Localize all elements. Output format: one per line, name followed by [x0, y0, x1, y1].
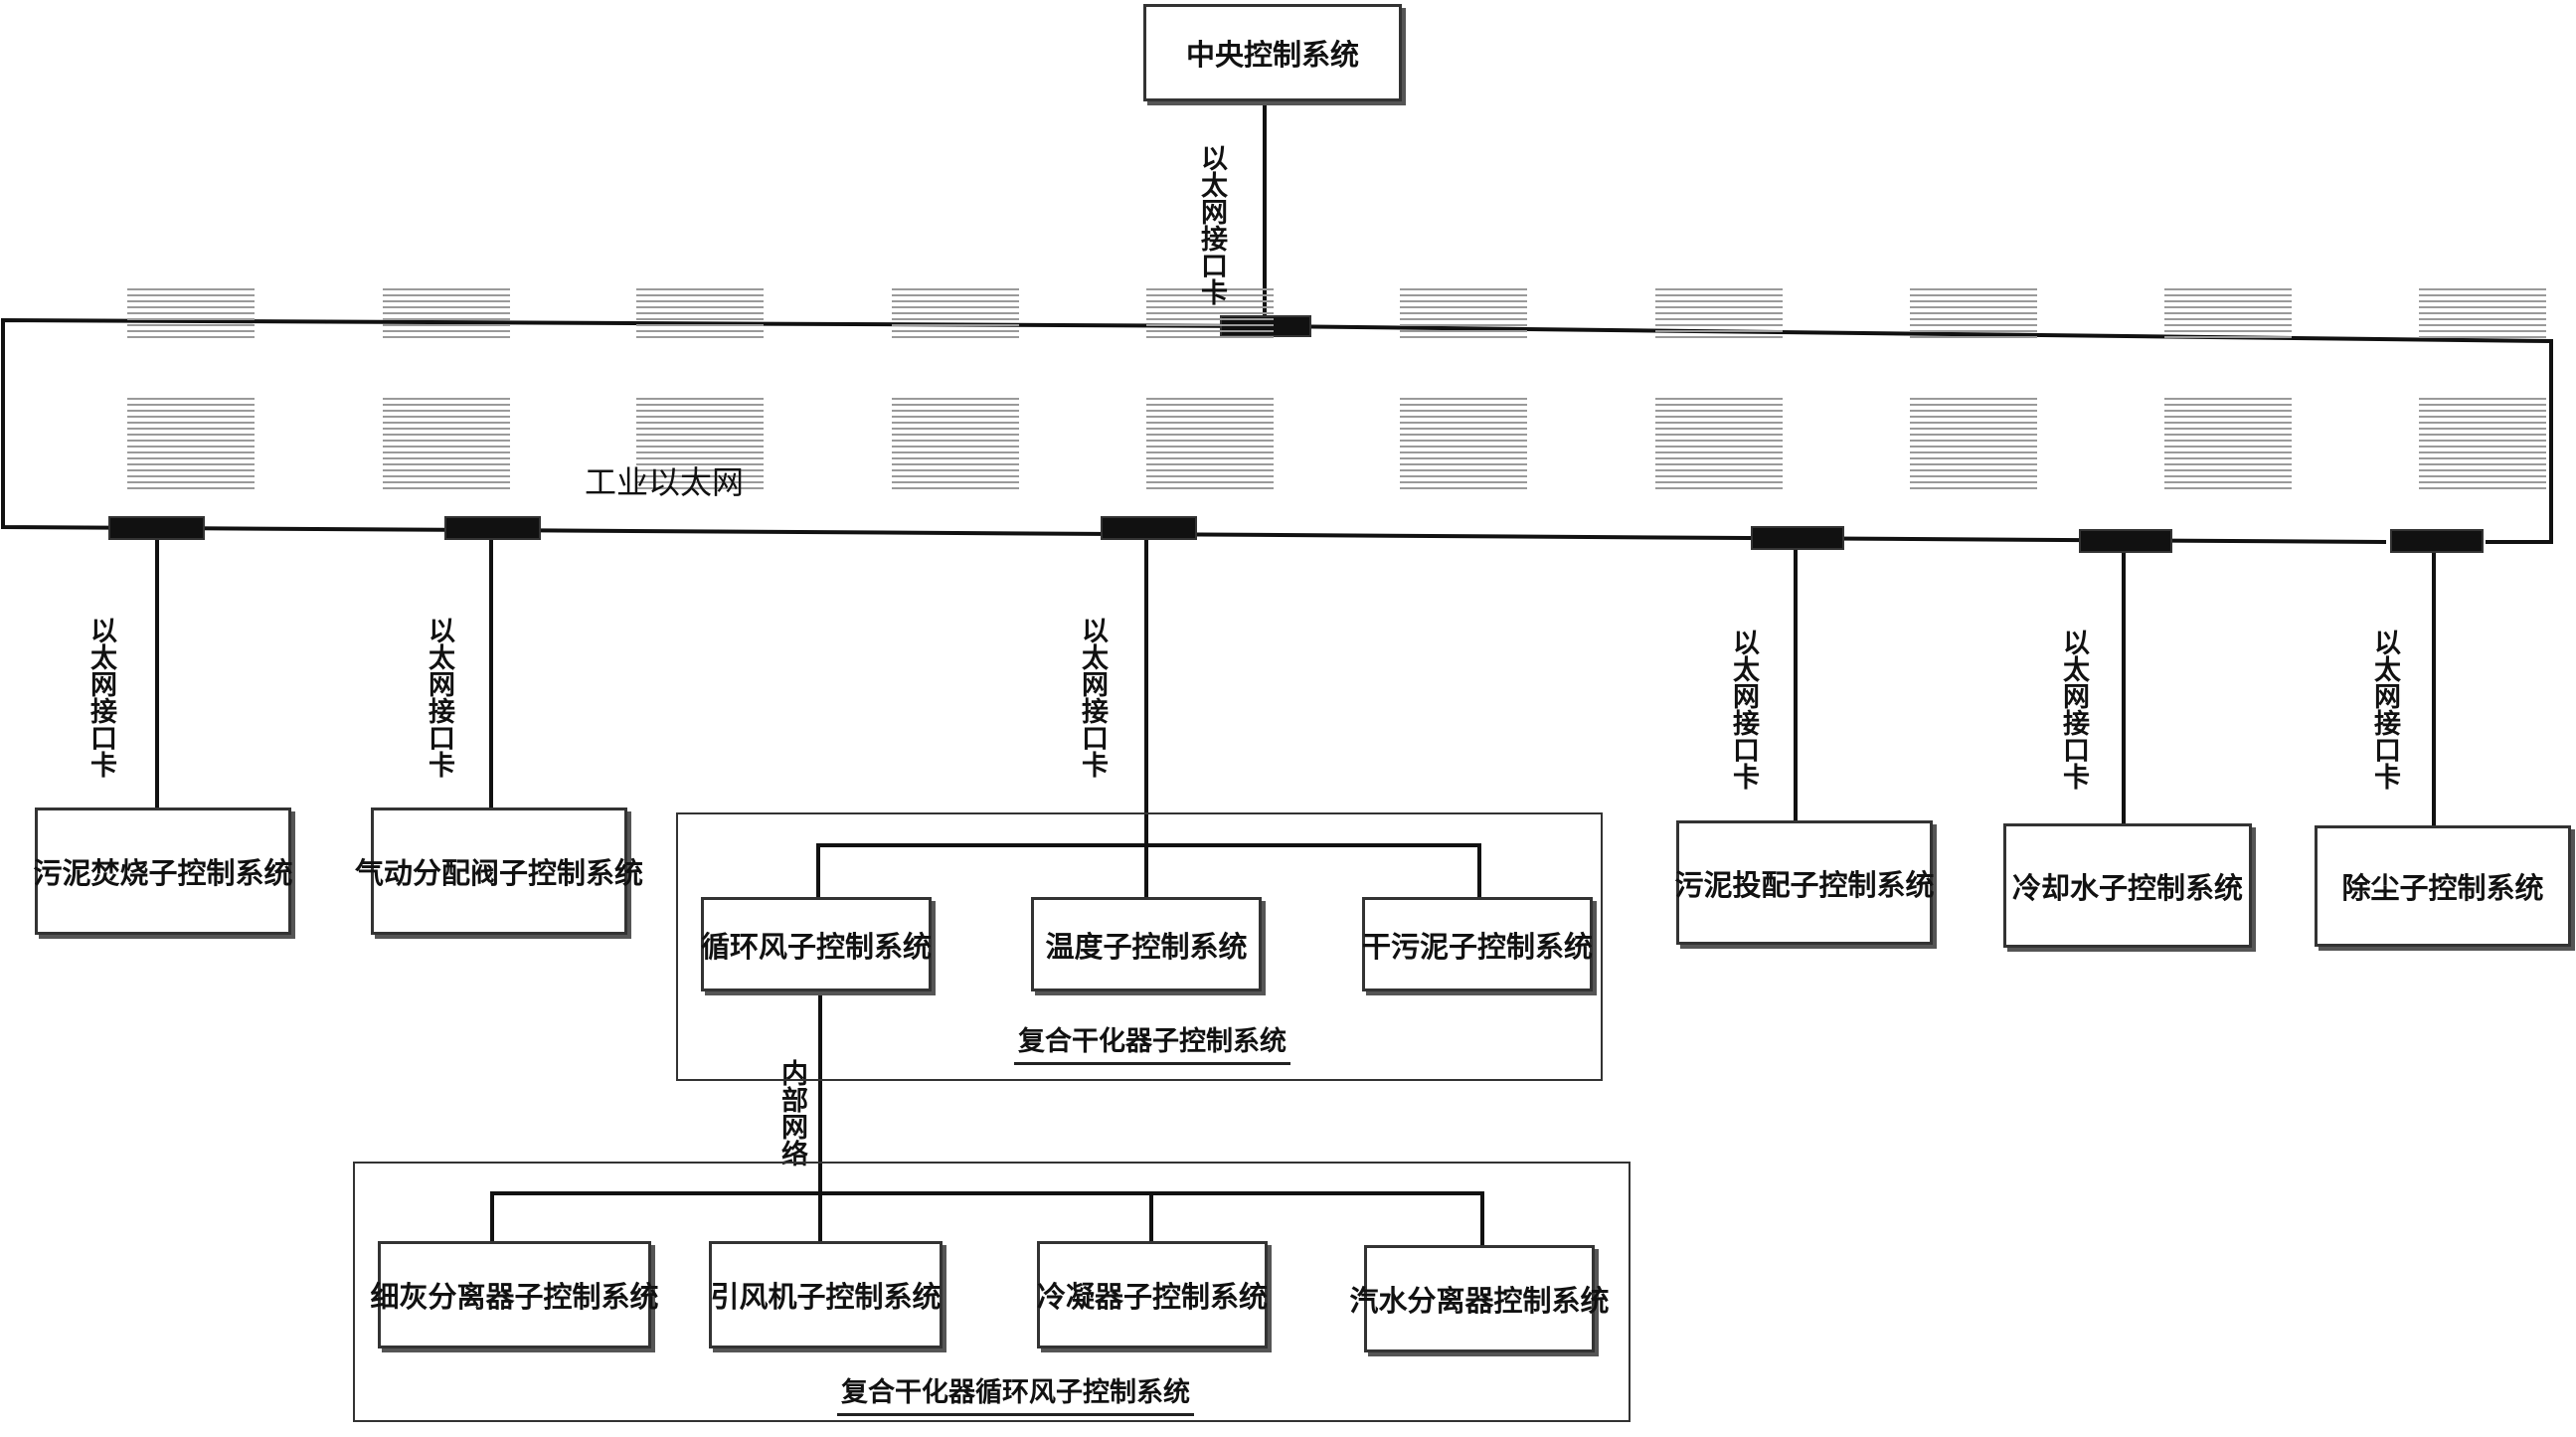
- interface-card-label: 以太网接口卡: [1728, 629, 1759, 790]
- fan-group-frame: [353, 1162, 1631, 1422]
- interface-card: [2079, 529, 2172, 553]
- interface-card-label: 以太网接口卡: [2369, 629, 2400, 790]
- interface-card-label: 以太网接口卡: [424, 617, 454, 778]
- internal-network-label: 内部网络: [776, 1059, 807, 1167]
- dryer-child-box-dry-sludge: 干污泥子控制系统: [1362, 897, 1593, 991]
- subsystem-label: 污泥投配子控制系统: [1674, 867, 1935, 902]
- interface-card: [1101, 516, 1197, 540]
- subsystem-label: 除尘子控制系统: [2341, 871, 2544, 905]
- fan-child-box-fine-ash-separator: 细灰分离器子控制系统: [371, 1241, 659, 1348]
- network-hatch: [2164, 398, 2292, 492]
- dryer-child-label: 干污泥子控制系统: [1362, 929, 1594, 964]
- network-hatch: [1655, 288, 1783, 338]
- dryer-group-title: 复合干化器子控制系统: [1014, 1019, 1290, 1065]
- network-hatch: [127, 288, 255, 338]
- fan-child-label: 汽水分离器控制系统: [1349, 1284, 1610, 1318]
- subsystem-box-cooling-water: 冷却水子控制系统: [2003, 823, 2252, 948]
- subsystem-box-pneumatic-valve: 气动分配阀子控制系统: [355, 808, 643, 935]
- fan-child-box-steam-water-separator: 汽水分离器控制系统: [1350, 1245, 1610, 1352]
- subsystem-box-sludge-incineration: 污泥焚烧子控制系统: [33, 808, 293, 935]
- network-hatch: [2164, 288, 2292, 338]
- network-hatch: [2419, 398, 2546, 492]
- network-hatch: [1146, 398, 1274, 492]
- industrial-ethernet-label: 工业以太网: [585, 463, 745, 501]
- central-control-system-box: 中央控制系统: [1143, 4, 1402, 101]
- fan-child-label: 引风机子控制系统: [710, 1280, 942, 1314]
- interface-card: [108, 516, 205, 540]
- network-hatch: [2419, 288, 2546, 338]
- dryer-child-box-temperature: 温度子控制系统: [1031, 897, 1262, 991]
- fan-child-label: 细灰分离器子控制系统: [370, 1280, 659, 1314]
- fan-child-label: 冷凝器子控制系统: [1037, 1280, 1269, 1314]
- fan-child-box-induced-fan: 引风机子控制系统: [709, 1241, 943, 1348]
- network-hatch: [636, 288, 764, 338]
- interface-card-label: 以太网接口卡: [1077, 617, 1108, 778]
- fan-child-box-condenser: 冷凝器子控制系统: [1037, 1241, 1268, 1348]
- interface-card: [1751, 526, 1844, 550]
- network-hatch: [1146, 288, 1274, 338]
- interface-card-label: 以太网接口卡: [86, 617, 116, 778]
- dryer-bus: [816, 843, 1481, 899]
- subsystem-label: 气动分配阀子控制系统: [355, 856, 644, 890]
- interface-card: [2390, 529, 2484, 553]
- subsystem-label: 冷却水子控制系统: [2011, 870, 2243, 905]
- dryer-child-label: 温度子控制系统: [1045, 929, 1248, 964]
- network-hatch: [892, 398, 1019, 492]
- network-hatch: [1400, 288, 1527, 338]
- network-hatch: [127, 398, 255, 492]
- central-control-system-label: 中央控制系统: [1185, 38, 1359, 72]
- subsystem-box-dust-removal: 除尘子控制系统: [2315, 825, 2571, 947]
- dryer-child-box-circulating-fan: 循环风子控制系统: [701, 897, 932, 991]
- fan-group-title: 复合干化器循环风子控制系统: [837, 1370, 1194, 1416]
- network-hatch: [892, 288, 1019, 338]
- subsystem-label: 污泥焚烧子控制系统: [33, 856, 293, 890]
- interface-card-label: 以太网接口卡: [2058, 629, 2089, 790]
- interface-card: [444, 516, 541, 540]
- network-hatch: [383, 288, 510, 338]
- network-hatch: [1910, 398, 2037, 492]
- network-hatch: [1910, 288, 2037, 338]
- dryer-group-frame: [676, 812, 1603, 1081]
- fan-bus: [490, 1191, 1484, 1245]
- subsystem-box-sludge-dosing: 污泥投配子控制系统: [1674, 820, 1935, 945]
- dryer-child-label: 循环风子控制系统: [701, 929, 933, 964]
- interface-card-label: 以太网接口卡: [1196, 144, 1227, 305]
- network-hatch: [636, 398, 764, 492]
- network-hatch: [1655, 398, 1783, 492]
- network-hatch: [1400, 398, 1527, 492]
- network-hatch: [383, 398, 510, 492]
